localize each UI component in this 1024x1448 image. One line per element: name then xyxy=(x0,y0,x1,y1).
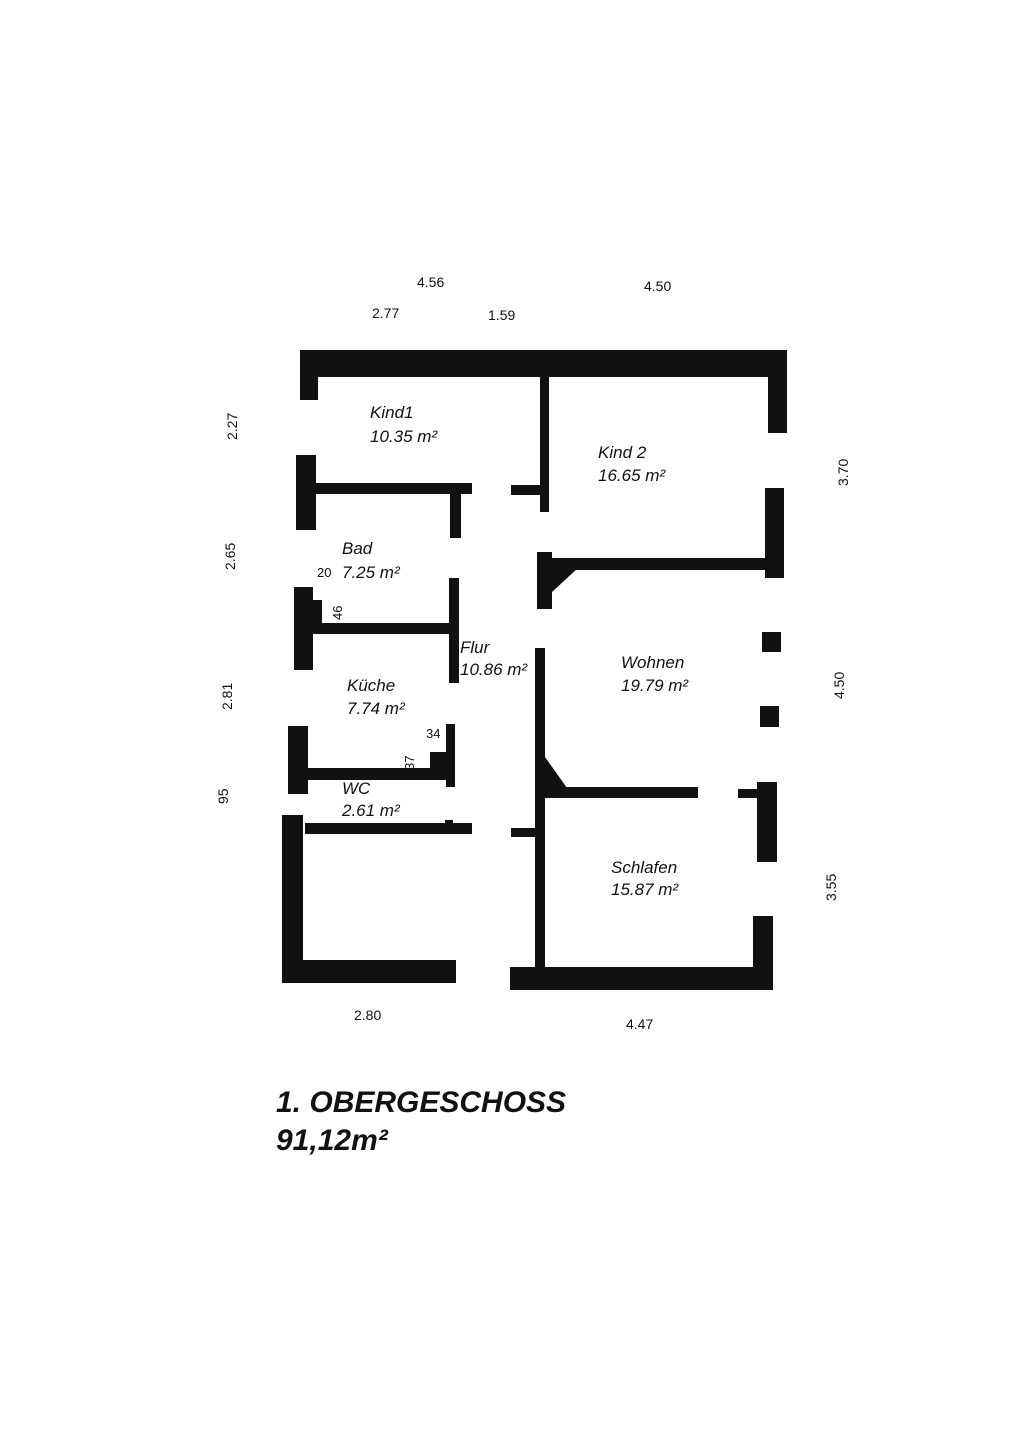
wall xyxy=(288,726,308,794)
walls xyxy=(282,350,787,990)
dimension-right: 3.55 xyxy=(823,874,839,901)
floor-title: 1. OBERGESCHOSS xyxy=(276,1086,566,1119)
wall xyxy=(510,967,773,990)
plan-title: 1. OBERGESCHOSS 91,12m² xyxy=(276,1086,566,1157)
wall xyxy=(282,960,456,983)
window-pillar xyxy=(760,706,779,727)
room-name: Flur xyxy=(460,638,491,657)
wall xyxy=(449,578,459,683)
wall xyxy=(511,485,541,495)
room-area: 7.25 m² xyxy=(342,563,401,582)
wall xyxy=(308,768,452,780)
wall xyxy=(296,455,316,530)
dimension-left: 95 xyxy=(215,788,231,804)
dimension-top: 1.59 xyxy=(488,307,515,323)
wall xyxy=(446,724,455,787)
room-area: 10.35 m² xyxy=(370,427,438,446)
wall xyxy=(535,648,545,968)
dimension-left: 2.27 xyxy=(224,413,240,440)
wall xyxy=(540,372,549,512)
dimension-inner: 46 xyxy=(330,606,345,620)
dimension-inner: 37 xyxy=(402,756,417,770)
wall xyxy=(305,823,472,834)
wall xyxy=(282,815,303,980)
dimension-inner: 34 xyxy=(426,726,440,741)
room-name: Schlafen xyxy=(611,858,677,877)
wall xyxy=(537,552,552,609)
dimension-right: 3.70 xyxy=(835,459,851,486)
wall xyxy=(765,488,784,578)
dimension-bottom: 2.80 xyxy=(354,1007,381,1023)
wall xyxy=(313,623,452,634)
room-area: 19.79 m² xyxy=(621,676,689,695)
wall xyxy=(430,752,447,780)
wall xyxy=(450,494,461,538)
room-area: 2.61 m² xyxy=(341,801,401,820)
dimension-top: 4.50 xyxy=(644,278,671,294)
floor-area: 91,12m² xyxy=(276,1124,389,1157)
dimension-left: 2.65 xyxy=(222,543,238,570)
wall xyxy=(313,600,322,624)
room-labels: Kind1 10.35 m² Kind 2 16.65 m² Bad 7.25 … xyxy=(341,403,689,899)
room-name: WC xyxy=(342,779,371,798)
dimensions: 4.56 4.50 2.77 1.59 2.27 2.65 2.81 95 3.… xyxy=(215,274,851,1032)
wall xyxy=(511,828,535,837)
dimension-left: 2.81 xyxy=(219,683,235,710)
wall xyxy=(316,483,472,494)
dimension-top: 2.77 xyxy=(372,305,399,321)
wall xyxy=(445,820,453,834)
wall xyxy=(738,789,758,798)
wall xyxy=(540,558,780,570)
wall xyxy=(768,377,787,433)
room-area: 16.65 m² xyxy=(598,466,666,485)
wall-corner xyxy=(552,568,578,592)
dimension-top: 4.56 xyxy=(417,274,444,290)
wall xyxy=(294,587,313,670)
room-name: Küche xyxy=(347,676,395,695)
dimension-bottom: 4.47 xyxy=(626,1016,653,1032)
wall-corner xyxy=(545,757,572,795)
dimension-inner: 20 xyxy=(317,565,331,580)
wall xyxy=(757,782,777,862)
room-area: 7.74 m² xyxy=(347,699,406,718)
wall xyxy=(300,350,318,400)
room-name: Bad xyxy=(342,539,373,558)
dimension-right: 4.50 xyxy=(831,672,847,699)
room-area: 10.86 m² xyxy=(460,660,528,679)
room-name: Wohnen xyxy=(621,653,684,672)
room-name: Kind1 xyxy=(370,403,413,422)
room-area: 15.87 m² xyxy=(611,880,679,899)
wall xyxy=(545,787,698,798)
room-name: Kind 2 xyxy=(598,443,647,462)
window-pillar xyxy=(762,632,781,652)
